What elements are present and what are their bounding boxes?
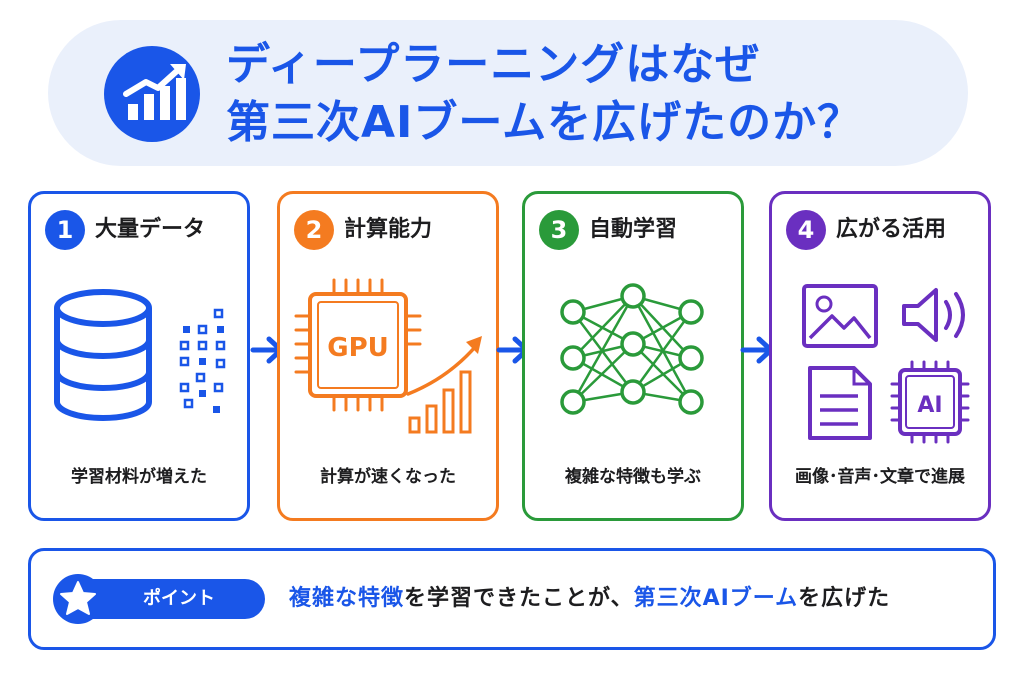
title-banner [48,20,968,166]
step-caption: 複雑な特徴も学ぶ [565,467,701,487]
step-caption: 計算が速くなった [320,467,456,487]
point-text: 複雑な特徴を学習できたことが、第三次AIブームを広げた [289,579,890,619]
document-icon [808,366,872,440]
step-number: 2 [294,210,334,250]
speaker-icon [902,288,965,342]
point-bar: ポイント 複雑な特徴を学習できたことが、第三次AIブームを広げた [28,548,996,650]
step-card-auto-learning: 3 自動学習 複雑な特徴も学ぶ [522,191,744,521]
highlight-third-ai-boom: 第三次AIブーム [633,586,799,611]
step-number: 4 [786,210,826,250]
applications-icon: AI [802,284,970,444]
step-title: 計算能力 [344,217,433,242]
step-card-big-data: 1 大量データ 学習材料が増え [28,191,250,521]
title-line-2: 第三次AIブームを広げたのか？ [226,97,863,148]
step-title: 大量データ [95,217,206,242]
step-card-compute: 2 計算能力 GPU 計算が速くなった [277,191,499,521]
step-title: 広がる活用 [836,217,947,242]
step-number: 3 [539,210,579,250]
title-line-1: ディープラーニングはなぜ [226,39,761,90]
step-card-applications: 4 広がる活用 [769,191,991,521]
growth-chart-icon [104,46,200,142]
neural-network-icon [560,283,704,415]
star-icon [53,574,103,624]
step-number: 1 [45,210,85,250]
step-title: 自動学習 [589,217,678,242]
gpu-chip-icon: GPU [294,278,482,434]
point-text-end: を広げた [798,586,891,611]
step-caption: 学習材料が増えた [71,467,207,487]
database-icon [54,289,226,421]
point-text-middle: を学習できたことが、 [404,586,634,611]
ai-label: AI [917,393,942,418]
image-icon [802,284,878,348]
highlight-complex-features: 複雑な特徴 [289,586,405,611]
point-label: ポイント [93,579,265,619]
gpu-label: GPU [327,333,389,363]
ai-chip-icon: AI [890,360,970,444]
page-title: ディープラーニングはなぜ 第三次AIブームを広げたのか？ [226,36,862,152]
step-caption: 画像･音声･文章で進展 [795,467,965,487]
